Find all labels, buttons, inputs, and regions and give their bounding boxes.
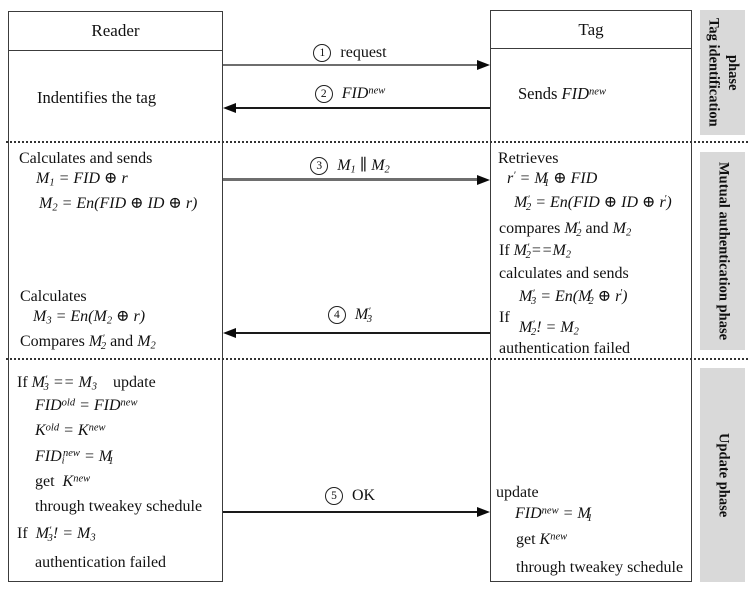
tag-box: Tag xyxy=(490,10,692,582)
arrowhead-right-icon xyxy=(477,175,490,185)
reader-line: authentication failed xyxy=(35,554,167,571)
reader-line: M1 = FID ⊕ r xyxy=(36,170,128,189)
phase-separator-2 xyxy=(6,358,748,360)
message-arrow-5 xyxy=(223,511,479,513)
reader-line: Compares M′2 and M2 xyxy=(20,333,156,352)
message-number-badge: 4 xyxy=(327,306,346,324)
tag-line: If M′2==M2 xyxy=(499,242,572,261)
tag-line: through tweakey schedule xyxy=(516,559,684,576)
reader-line: through tweakey schedule xyxy=(35,498,203,515)
phase-strip-update: Update phase xyxy=(700,368,745,582)
tag-line: calculates and sends xyxy=(499,265,629,282)
message-arrow-4 xyxy=(235,332,490,334)
phase-label: Mutual authentication phase xyxy=(715,161,732,341)
reader-line: FIDinew = M1 xyxy=(35,448,114,467)
reader-title: Reader xyxy=(9,12,222,51)
tag-line: M′2 = En(FID ⊕ ID ⊕ r′) xyxy=(514,194,672,213)
reader-line: Indentifies the tag xyxy=(37,88,157,107)
tag-line: r′ = M1 ⊕ FID xyxy=(507,170,598,189)
message-text: OK xyxy=(351,487,376,505)
message-text: M′3 xyxy=(354,306,373,325)
tag-line: update xyxy=(496,484,539,501)
tag-line: If xyxy=(499,309,510,326)
message-number-badge: 2 xyxy=(314,85,333,103)
phase-strip-tag-identification: Tag identification phase xyxy=(700,10,745,135)
message-label-5: 5 OK xyxy=(280,487,420,505)
arrowhead-left-icon xyxy=(223,103,236,113)
reader-line: Kold = Knew xyxy=(35,422,106,439)
reader-line: If M′3 == M3 update xyxy=(17,374,156,393)
message-text: request xyxy=(340,44,387,62)
tag-line: Retrieves xyxy=(498,150,559,167)
message-label-3: 3 M1 ∥ M2 xyxy=(280,157,420,176)
reader-line: FIDold = FIDnew xyxy=(35,397,138,414)
reader-line: get Knew xyxy=(35,473,91,490)
reader-line: If M′3! = M3 xyxy=(17,525,96,544)
tag-line: FIDnew = M1 xyxy=(515,505,593,524)
message-arrow-2 xyxy=(235,107,490,109)
phase-strip-mutual-authentication: Mutual authentication phase xyxy=(700,152,745,350)
arrowhead-right-icon xyxy=(477,507,490,517)
phase-separator-1 xyxy=(6,141,748,143)
reader-line: M2 = En(FID ⊕ ID ⊕ r) xyxy=(39,195,198,214)
reader-line: Calculates and sends xyxy=(19,150,153,167)
arrowhead-left-icon xyxy=(223,328,236,338)
reader-line: Calculates xyxy=(20,288,87,305)
tag-title: Tag xyxy=(491,11,691,49)
reader-box: Reader xyxy=(8,11,223,582)
tag-line: authentication failed xyxy=(499,340,631,357)
tag-line: Sends FIDnew xyxy=(518,84,606,103)
phase-label: Update phase xyxy=(715,432,732,518)
message-number-badge: 1 xyxy=(313,44,332,62)
message-number-badge: 5 xyxy=(324,487,343,505)
phase-label: Tag identification phase xyxy=(705,18,742,127)
message-text: FIDnew xyxy=(341,85,386,103)
reader-line: M3 = En(M2 ⊕ r) xyxy=(33,308,146,327)
tag-line: compares M′2 and M2 xyxy=(499,220,632,239)
message-label-1: 1 request xyxy=(280,44,420,62)
tag-line: M′2! = M2 xyxy=(519,319,579,338)
arrowhead-right-icon xyxy=(477,60,490,70)
message-label-4: 4 M′3 xyxy=(280,306,420,325)
message-number-badge: 3 xyxy=(310,157,329,175)
message-label-2: 2 FIDnew xyxy=(280,85,420,103)
message-arrow-3 xyxy=(223,178,479,181)
tag-line: M′3 = En(M′2 ⊕ r′) xyxy=(519,288,628,307)
tag-line: get Knew xyxy=(516,531,568,548)
message-arrow-1 xyxy=(223,64,479,66)
message-text: M1 ∥ M2 xyxy=(337,157,390,176)
